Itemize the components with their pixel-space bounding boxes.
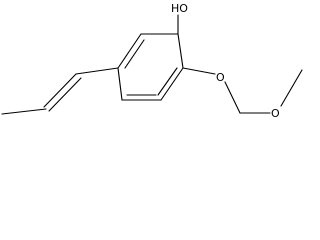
ring-bond-bottom-right [160,67,184,101]
propenyl-bond-3 [1,108,47,115]
ring-inner-double-bond-right [157,67,178,96]
propenyl-double-bond-b [48,77,82,112]
ring-bond-top-right [177,33,184,69]
hydroxyl-label: HO [171,2,188,15]
ring-ether-oxygen-label: O [216,71,225,84]
methyl-bond [280,69,303,107]
chain-ether-oxygen-label: O [271,107,280,120]
chemical-structure-diagram: HO O O [1,2,303,120]
benzene-ring [117,33,184,101]
ring-bond-bottom-left [117,67,123,101]
ring-inner-double-bond-left [124,39,145,69]
propenyl-double-bond-a [43,73,77,108]
ring-ether-bond [182,67,216,75]
propenyl-chain [1,67,119,115]
propenyl-bond-1 [75,67,119,75]
ether-o-to-ch2-bond [224,81,241,114]
ring-bond-top-left [117,33,142,69]
